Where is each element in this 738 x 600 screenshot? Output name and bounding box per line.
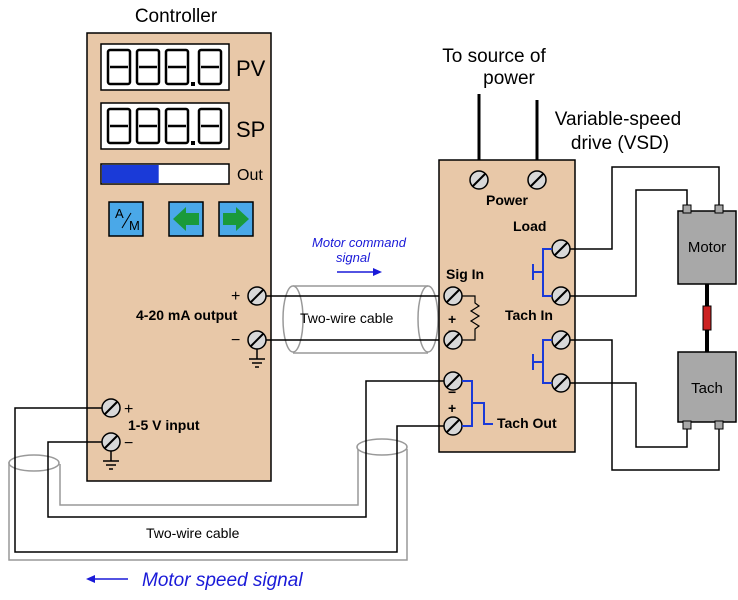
input-plus-sign: +: [124, 401, 133, 418]
output-bargraph-fill: [102, 165, 159, 183]
pv-label: PV: [236, 56, 266, 81]
motor-command-arrow-icon: [337, 268, 382, 276]
increase-button[interactable]: [218, 201, 254, 237]
sig-in-plus-terminal[interactable]: [443, 286, 463, 306]
output-plus-terminal[interactable]: [247, 286, 267, 306]
output-plus-sign: +: [231, 288, 240, 305]
left-arrow-icon: [173, 207, 199, 231]
input-label: 1-5 V input: [128, 417, 200, 433]
tachometer: [677, 351, 737, 430]
vsd-title-line2: drive (VSD): [571, 133, 669, 154]
auto-manual-button[interactable]: A M: [108, 201, 144, 237]
power-terminal-1[interactable]: [469, 170, 489, 190]
sp-display: [100, 102, 230, 150]
motor-label: Motor: [688, 239, 726, 256]
am-button-top-label: A: [115, 206, 124, 221]
load-label: Load: [513, 218, 546, 234]
controller-title: Controller: [135, 6, 218, 27]
motor-command-label-line2: signal: [336, 250, 371, 265]
tach-out-minus-sign: −: [448, 384, 456, 400]
tach-out-plus-terminal[interactable]: [443, 416, 463, 436]
lower-cable-label: Two-wire cable: [146, 525, 240, 541]
tach-in-label: Tach In: [505, 307, 553, 323]
load-terminal-2[interactable]: [551, 286, 571, 306]
tach-wiring: [570, 339, 720, 471]
tach-out-label: Tach Out: [497, 415, 557, 431]
shaft-coupling: [702, 284, 712, 352]
tach-in-internal-wiring: [532, 339, 552, 384]
tach-label: Tach: [691, 380, 723, 397]
decrease-button[interactable]: [168, 201, 204, 237]
motor-speed-signal-label: Motor speed signal: [142, 570, 303, 591]
tach-out-plus-sign: +: [448, 400, 456, 416]
pv-display: [100, 43, 230, 91]
tach-in-terminal-1[interactable]: [551, 330, 571, 350]
power-source-label-line2: power: [483, 68, 535, 89]
out-label: Out: [237, 167, 263, 184]
power-terminal-2[interactable]: [527, 170, 547, 190]
sig-in-plus-sign: +: [448, 311, 456, 327]
upper-two-wire-cable: [266, 285, 444, 354]
output-minus-sign: −: [231, 332, 240, 349]
motor-speed-arrow-icon: [86, 575, 128, 583]
motor: [677, 204, 737, 285]
load-terminal-1[interactable]: [551, 239, 571, 259]
power-label: Power: [486, 192, 529, 208]
motor-command-label-line1: Motor command: [312, 235, 407, 250]
tach-in-terminal-2[interactable]: [551, 373, 571, 393]
tach-out-internal-wiring: [462, 380, 493, 427]
vsd-panel: [438, 159, 576, 453]
input-minus-terminal[interactable]: [101, 432, 121, 452]
output-minus-terminal[interactable]: [247, 330, 267, 350]
sp-label: SP: [236, 117, 265, 142]
input-plus-terminal[interactable]: [101, 398, 121, 418]
am-button-bottom-label: M: [129, 218, 140, 233]
load-internal-wiring: [532, 248, 552, 297]
sig-in-resistor: [462, 295, 481, 341]
motor-wiring: [570, 166, 720, 297]
lower-two-wire-cable: [8, 380, 444, 561]
right-arrow-icon: [223, 207, 249, 231]
upper-cable-label: Two-wire cable: [300, 310, 394, 326]
vsd-title-line1: Variable-speed: [555, 109, 681, 130]
sig-in-label: Sig In: [446, 266, 484, 282]
input-minus-sign: −: [124, 435, 133, 452]
output-label: 4-20 mA output: [136, 307, 238, 323]
power-source-label-line1: To source of: [442, 46, 546, 67]
sig-in-minus-terminal[interactable]: [443, 330, 463, 350]
